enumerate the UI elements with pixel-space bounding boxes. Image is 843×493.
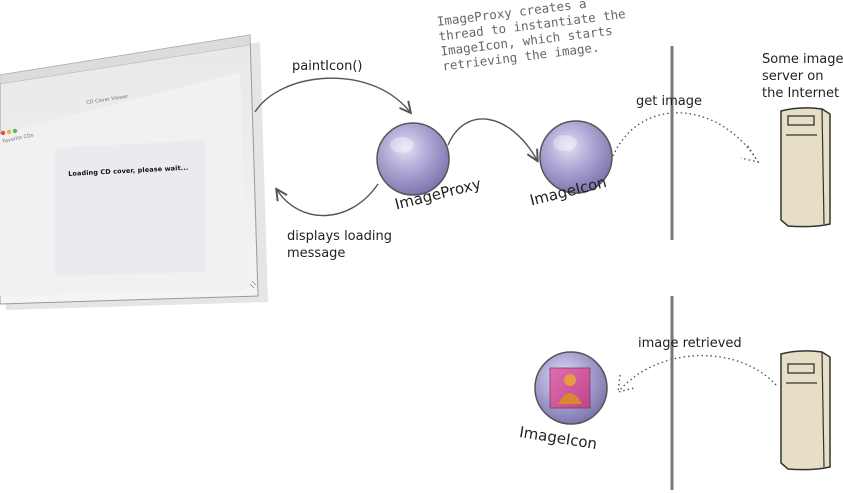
- server-label-line-3: the Internet: [762, 86, 840, 101]
- image-proxy-orb: [376, 122, 450, 196]
- minimize-dot-icon: [6, 129, 12, 135]
- proxy-to-icon-arrow: [447, 118, 537, 160]
- server-label: Some image server on the Internet: [762, 51, 843, 102]
- displays-loading-label-line2: message: [287, 246, 346, 261]
- image-retrieved-label: image retrieved: [638, 336, 742, 351]
- server-label-line-2: server on: [762, 69, 824, 84]
- displays-loading-label-line1: displays loading: [287, 229, 392, 244]
- server-label-line-1: Some image: [762, 52, 843, 67]
- get-image-arrowhead-icon: [740, 145, 760, 164]
- image-retrieved-arrow: [619, 354, 777, 391]
- server-bottom: [780, 350, 831, 471]
- buddha-figure-icon: [558, 393, 582, 404]
- image-retrieved-arrowhead-icon: [617, 374, 635, 393]
- displays-loading-arrow: [277, 183, 379, 217]
- image-icon-orb-bottom: [534, 351, 608, 425]
- resize-grip-icon: [249, 280, 257, 289]
- image-icon-orb-top: [539, 120, 613, 194]
- content-panel: [55, 140, 205, 276]
- paint-icon-arrow: [254, 77, 410, 112]
- window-titlebar: [0, 34, 251, 85]
- paint-icon-label: paintIcon(): [292, 59, 363, 74]
- get-image-label: get image: [636, 94, 702, 109]
- app-window: [0, 34, 268, 310]
- close-dot-icon: [0, 130, 6, 136]
- server-top: [780, 107, 831, 228]
- zoom-dot-icon: [12, 128, 18, 134]
- get-image-arrow: [612, 112, 759, 163]
